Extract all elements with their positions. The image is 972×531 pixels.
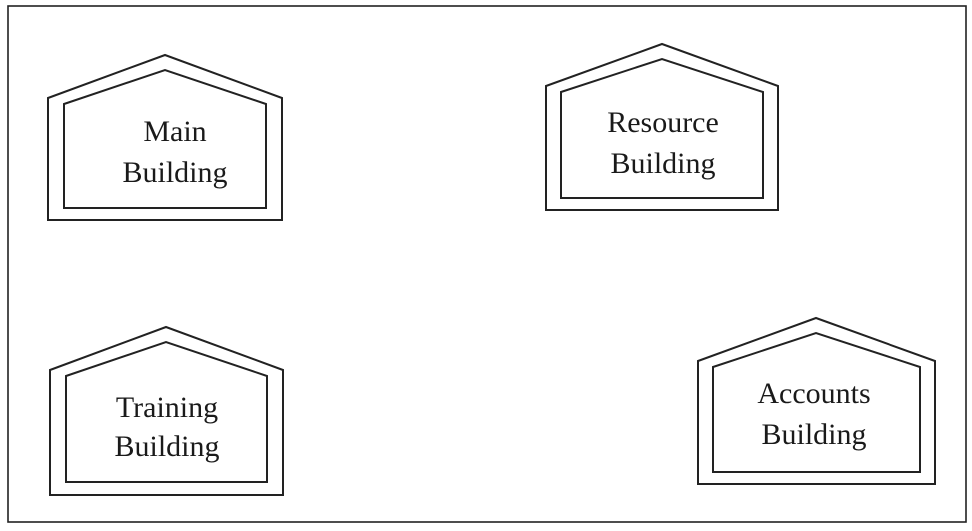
- accounts-building-outer-outline: [697, 316, 936, 485]
- training-building-outer-outline: [49, 325, 284, 496]
- resource-building-label-line1: Resource: [607, 106, 719, 139]
- accounts-building: Accounts Building: [697, 316, 936, 485]
- diagram-border: [7, 5, 967, 523]
- main-building-label-line2: Building: [122, 156, 227, 189]
- accounts-building-label-line1: Accounts: [757, 377, 870, 410]
- resource-building-outer-outline: [545, 42, 779, 211]
- training-building-label-line2: Building: [114, 430, 219, 463]
- main-building-inner-outline: [63, 68, 267, 209]
- main-building-label-line1: Main: [143, 115, 206, 148]
- accounts-building-inner-outline: [712, 331, 921, 473]
- training-building-label-line1: Training: [116, 391, 218, 424]
- training-building-inner-outline: [65, 340, 268, 483]
- resource-building-label-line2: Building: [610, 147, 715, 180]
- main-building-outer-outline: [47, 53, 283, 221]
- accounts-building-label-line2: Building: [761, 418, 866, 451]
- main-building: Main Building: [47, 53, 283, 221]
- training-building: Training Building: [49, 325, 284, 496]
- resource-building-inner-outline: [560, 57, 764, 199]
- resource-building: Resource Building: [545, 42, 779, 211]
